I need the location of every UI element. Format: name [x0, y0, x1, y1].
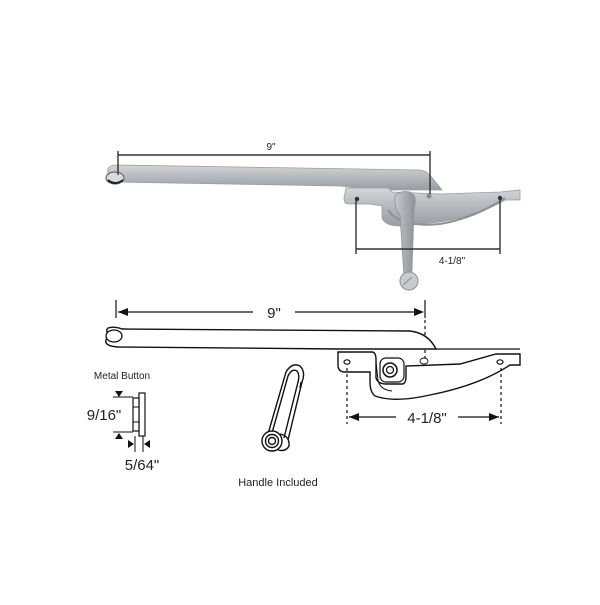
drawing-hole-left	[343, 359, 351, 365]
drawing-pivot-hole	[419, 357, 429, 365]
metal-button-detail: Metal Button 9/16" 5/64"	[87, 371, 160, 474]
photo-hole-spacing-label: 4-1/8"	[439, 256, 466, 267]
handle-included-caption: Handle Included	[238, 477, 318, 489]
drawing-arm-end	[105, 329, 123, 343]
crank-handle	[394, 191, 416, 278]
drawing-hole-right	[496, 359, 504, 365]
operator-base	[343, 187, 521, 227]
operator-arm	[107, 164, 443, 191]
button-height-label: 9/16"	[87, 407, 122, 424]
drawing-hole-spacing-label: 4-1/8"	[407, 410, 447, 427]
operator-photo: 9" 4-1/8"	[105, 142, 521, 291]
operator-line-drawing: 9" 4-1/8"	[105, 300, 521, 489]
drawing-arm	[105, 326, 438, 350]
button-stem	[132, 397, 140, 432]
metal-button-title: Metal Button	[94, 371, 150, 382]
drawing-dimension-overall: 9"	[115, 300, 426, 358]
photo-dimension-holes: 4-1/8"	[355, 200, 501, 267]
button-thickness-label: 5/64"	[125, 457, 160, 474]
pivot-hole	[426, 193, 432, 199]
separate-crank-handle	[261, 364, 305, 452]
drawing-overall-length-label: 9"	[267, 305, 281, 322]
photo-overall-length-label: 9"	[266, 142, 276, 153]
drawing-dimension-holes: 4-1/8"	[346, 368, 502, 427]
mount-hole-right	[497, 195, 503, 201]
crank-knob	[399, 271, 419, 291]
drawing-base	[337, 351, 521, 400]
button-head	[138, 392, 146, 437]
photo-dimension-overall: 9"	[117, 142, 431, 194]
